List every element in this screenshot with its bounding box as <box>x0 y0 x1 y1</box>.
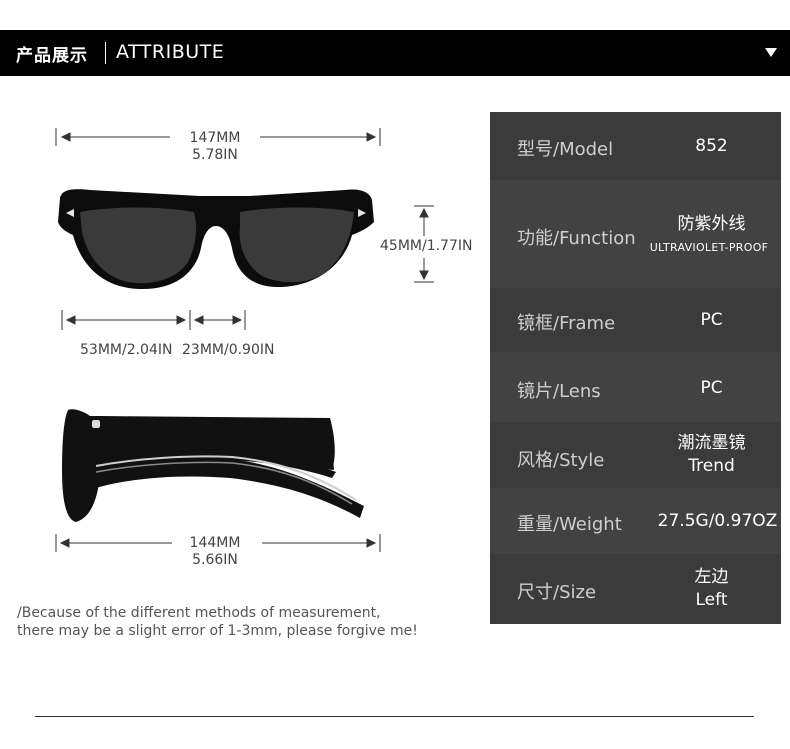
spec-value: 27.5G/0.97OZ <box>657 511 778 531</box>
header-title-cn: 产品展示 <box>16 46 88 66</box>
temple-length-in: 5.66IN <box>192 552 238 568</box>
spec-label: 镜框/Frame <box>517 313 616 334</box>
lens-width-label: 53MM/2.04IN <box>80 342 173 358</box>
bottom-divider <box>35 716 754 717</box>
spec-sub-value: ULTRAVIOLET-PROOF <box>649 241 769 254</box>
total-width-label: 147MM 5.78IN <box>175 130 255 164</box>
spec-row-size: 尺寸/Size 左边 Left <box>490 554 781 624</box>
spec-row-style: 风格/Style 潮流墨镜 Trend <box>490 422 781 488</box>
spec-value: 潮流墨镜 <box>677 433 746 453</box>
spec-value: PC <box>700 378 723 398</box>
temple-length-label: 144MM 5.66IN <box>175 535 255 569</box>
note-line-1: /Because of the different methods of mea… <box>17 605 381 621</box>
spec-value: 左边 <box>694 567 729 587</box>
spec-label: 型号/Model <box>517 139 614 160</box>
height-label: 45MM/1.77IN <box>380 238 473 255</box>
spec-row-frame: 镜框/Frame PC <box>490 288 781 352</box>
header-divider <box>105 42 106 64</box>
spec-table: 型号/Model 852 功能/Function 防紫外线 ULTRAVIOLE… <box>490 112 781 624</box>
section-header: 产品展示 ATTRIBUTE <box>0 30 790 76</box>
spec-value: 防紫外线 <box>677 214 746 234</box>
header-title-en: ATTRIBUTE <box>116 41 225 63</box>
spec-row-lens: 镜片/Lens PC <box>490 352 781 422</box>
spec-row-weight: 重量/Weight 27.5G/0.97OZ <box>490 488 781 554</box>
chevron-down-icon[interactable] <box>765 48 777 57</box>
spec-label: 功能/Function <box>517 228 636 249</box>
temple-length-mm: 144MM <box>189 535 241 551</box>
total-width-mm: 147MM <box>189 130 241 146</box>
measurement-note: /Because of the different methods of mea… <box>17 604 418 640</box>
spec-sub-value: Left <box>695 590 728 610</box>
spec-row-model: 型号/Model 852 <box>490 112 781 180</box>
spec-label: 镜片/Lens <box>517 381 601 402</box>
bridge-width-label: 23MM/0.90IN <box>182 342 275 358</box>
total-width-in: 5.78IN <box>192 147 238 163</box>
note-line-2: there may be a slight error of 1-3mm, pl… <box>17 623 418 639</box>
spec-row-function: 功能/Function 防紫外线 ULTRAVIOLET-PROOF <box>490 180 781 288</box>
spec-value: 852 <box>695 136 728 156</box>
spec-label: 尺寸/Size <box>517 582 597 603</box>
spec-label: 风格/Style <box>517 450 605 471</box>
glasses-front-diagram <box>55 128 434 552</box>
spec-label: 重量/Weight <box>517 514 622 535</box>
spec-sub-value: Trend <box>688 456 735 476</box>
spec-value: PC <box>700 310 723 330</box>
